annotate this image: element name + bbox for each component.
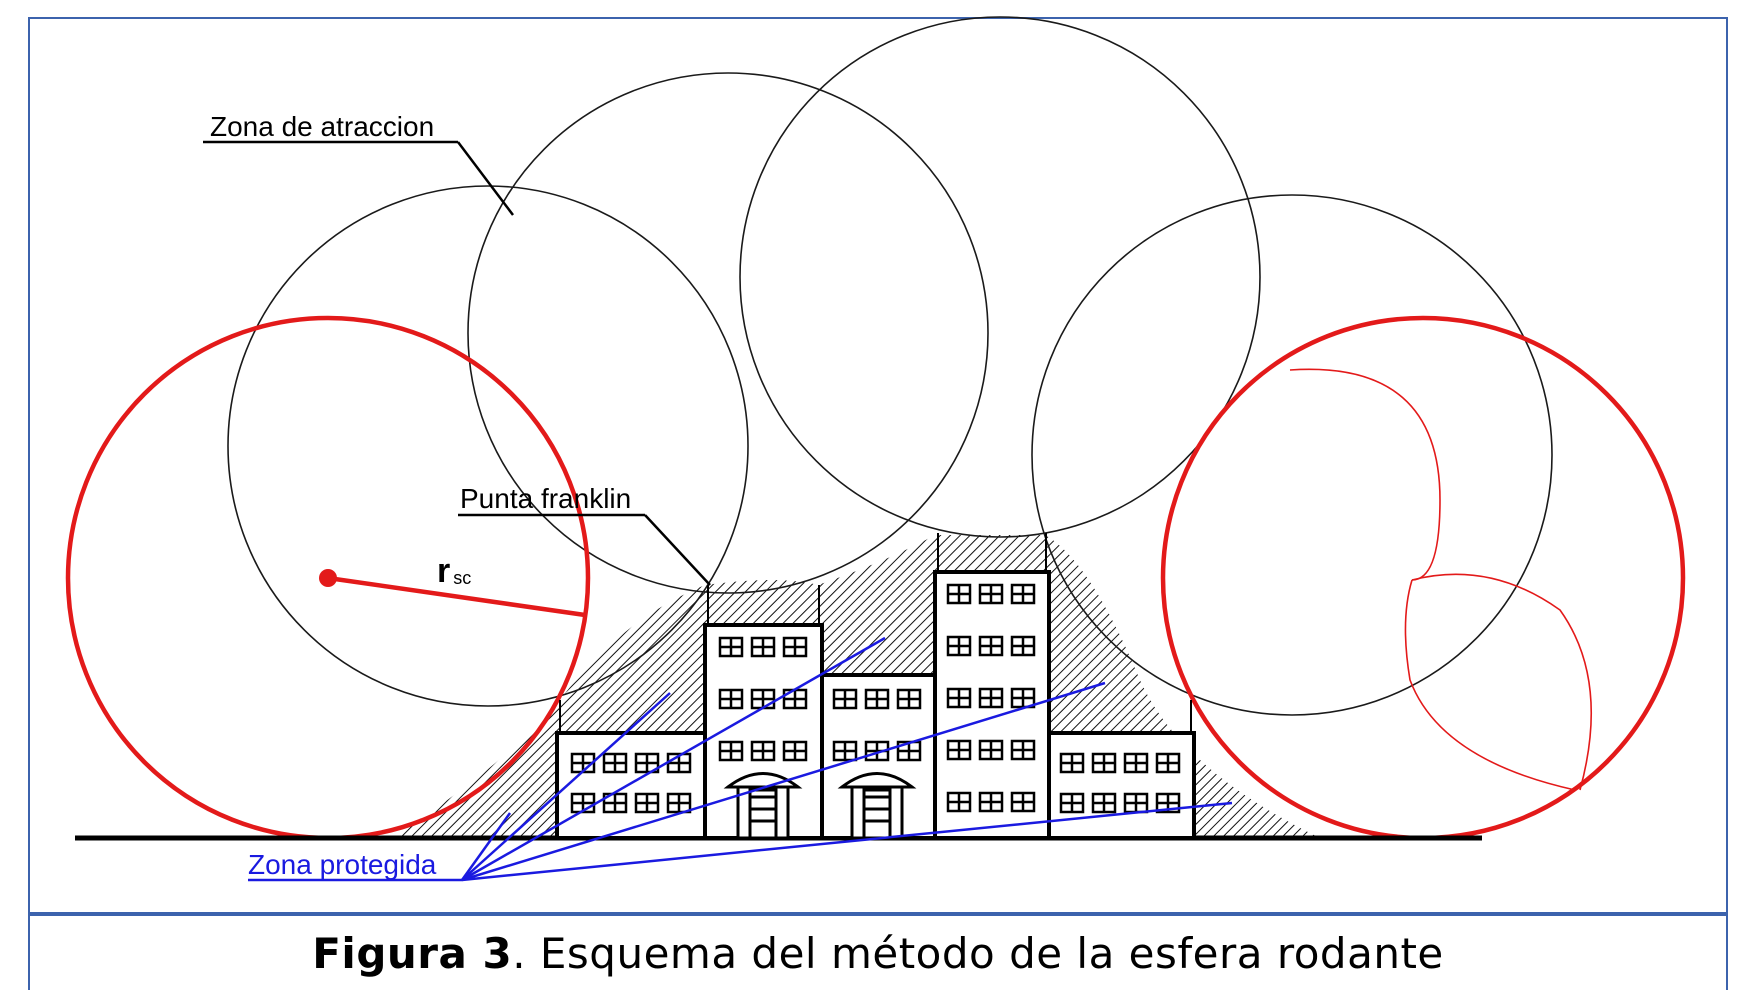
label-leaders (203, 140, 711, 586)
doors (723, 772, 917, 840)
radius-main: r (437, 552, 450, 590)
attraction-sphere-3 (739, 16, 1261, 538)
rolling-sphere-inner-arc-2 (1404, 579, 1576, 791)
radius-subscript: sc (453, 568, 471, 588)
attraction-sphere-4 (1031, 194, 1553, 716)
attraction-zone-label: Zona de atraccion (210, 111, 434, 142)
figure-caption: Figura 3. Esquema del método de la esfer… (28, 914, 1728, 990)
attraction-spheres (227, 16, 1553, 716)
attraction-sphere-1 (227, 185, 749, 707)
radius-line (327, 575, 586, 618)
protected-zone-label: Zona protegida (248, 849, 437, 880)
building-left-wing (555, 731, 707, 840)
attraction-sphere-2 (467, 72, 989, 594)
rolling-sphere-inner-arc-3 (1411, 573, 1593, 791)
building-right-wing (1047, 731, 1196, 840)
caption-description: . Esquema del método de la esfera rodant… (512, 928, 1444, 978)
protected-zone-leaders (248, 636, 1233, 882)
lightning-rods (559, 533, 1192, 733)
rolling-sphere-inner-arc-1 (1289, 368, 1441, 581)
franklin-tip-label: Punta franklin (460, 483, 631, 514)
caption-text: Figura 3. Esquema del método de la esfer… (312, 929, 1444, 978)
caption-figure-number: Figura 3 (312, 928, 513, 978)
sphere-center-dot (319, 569, 337, 587)
